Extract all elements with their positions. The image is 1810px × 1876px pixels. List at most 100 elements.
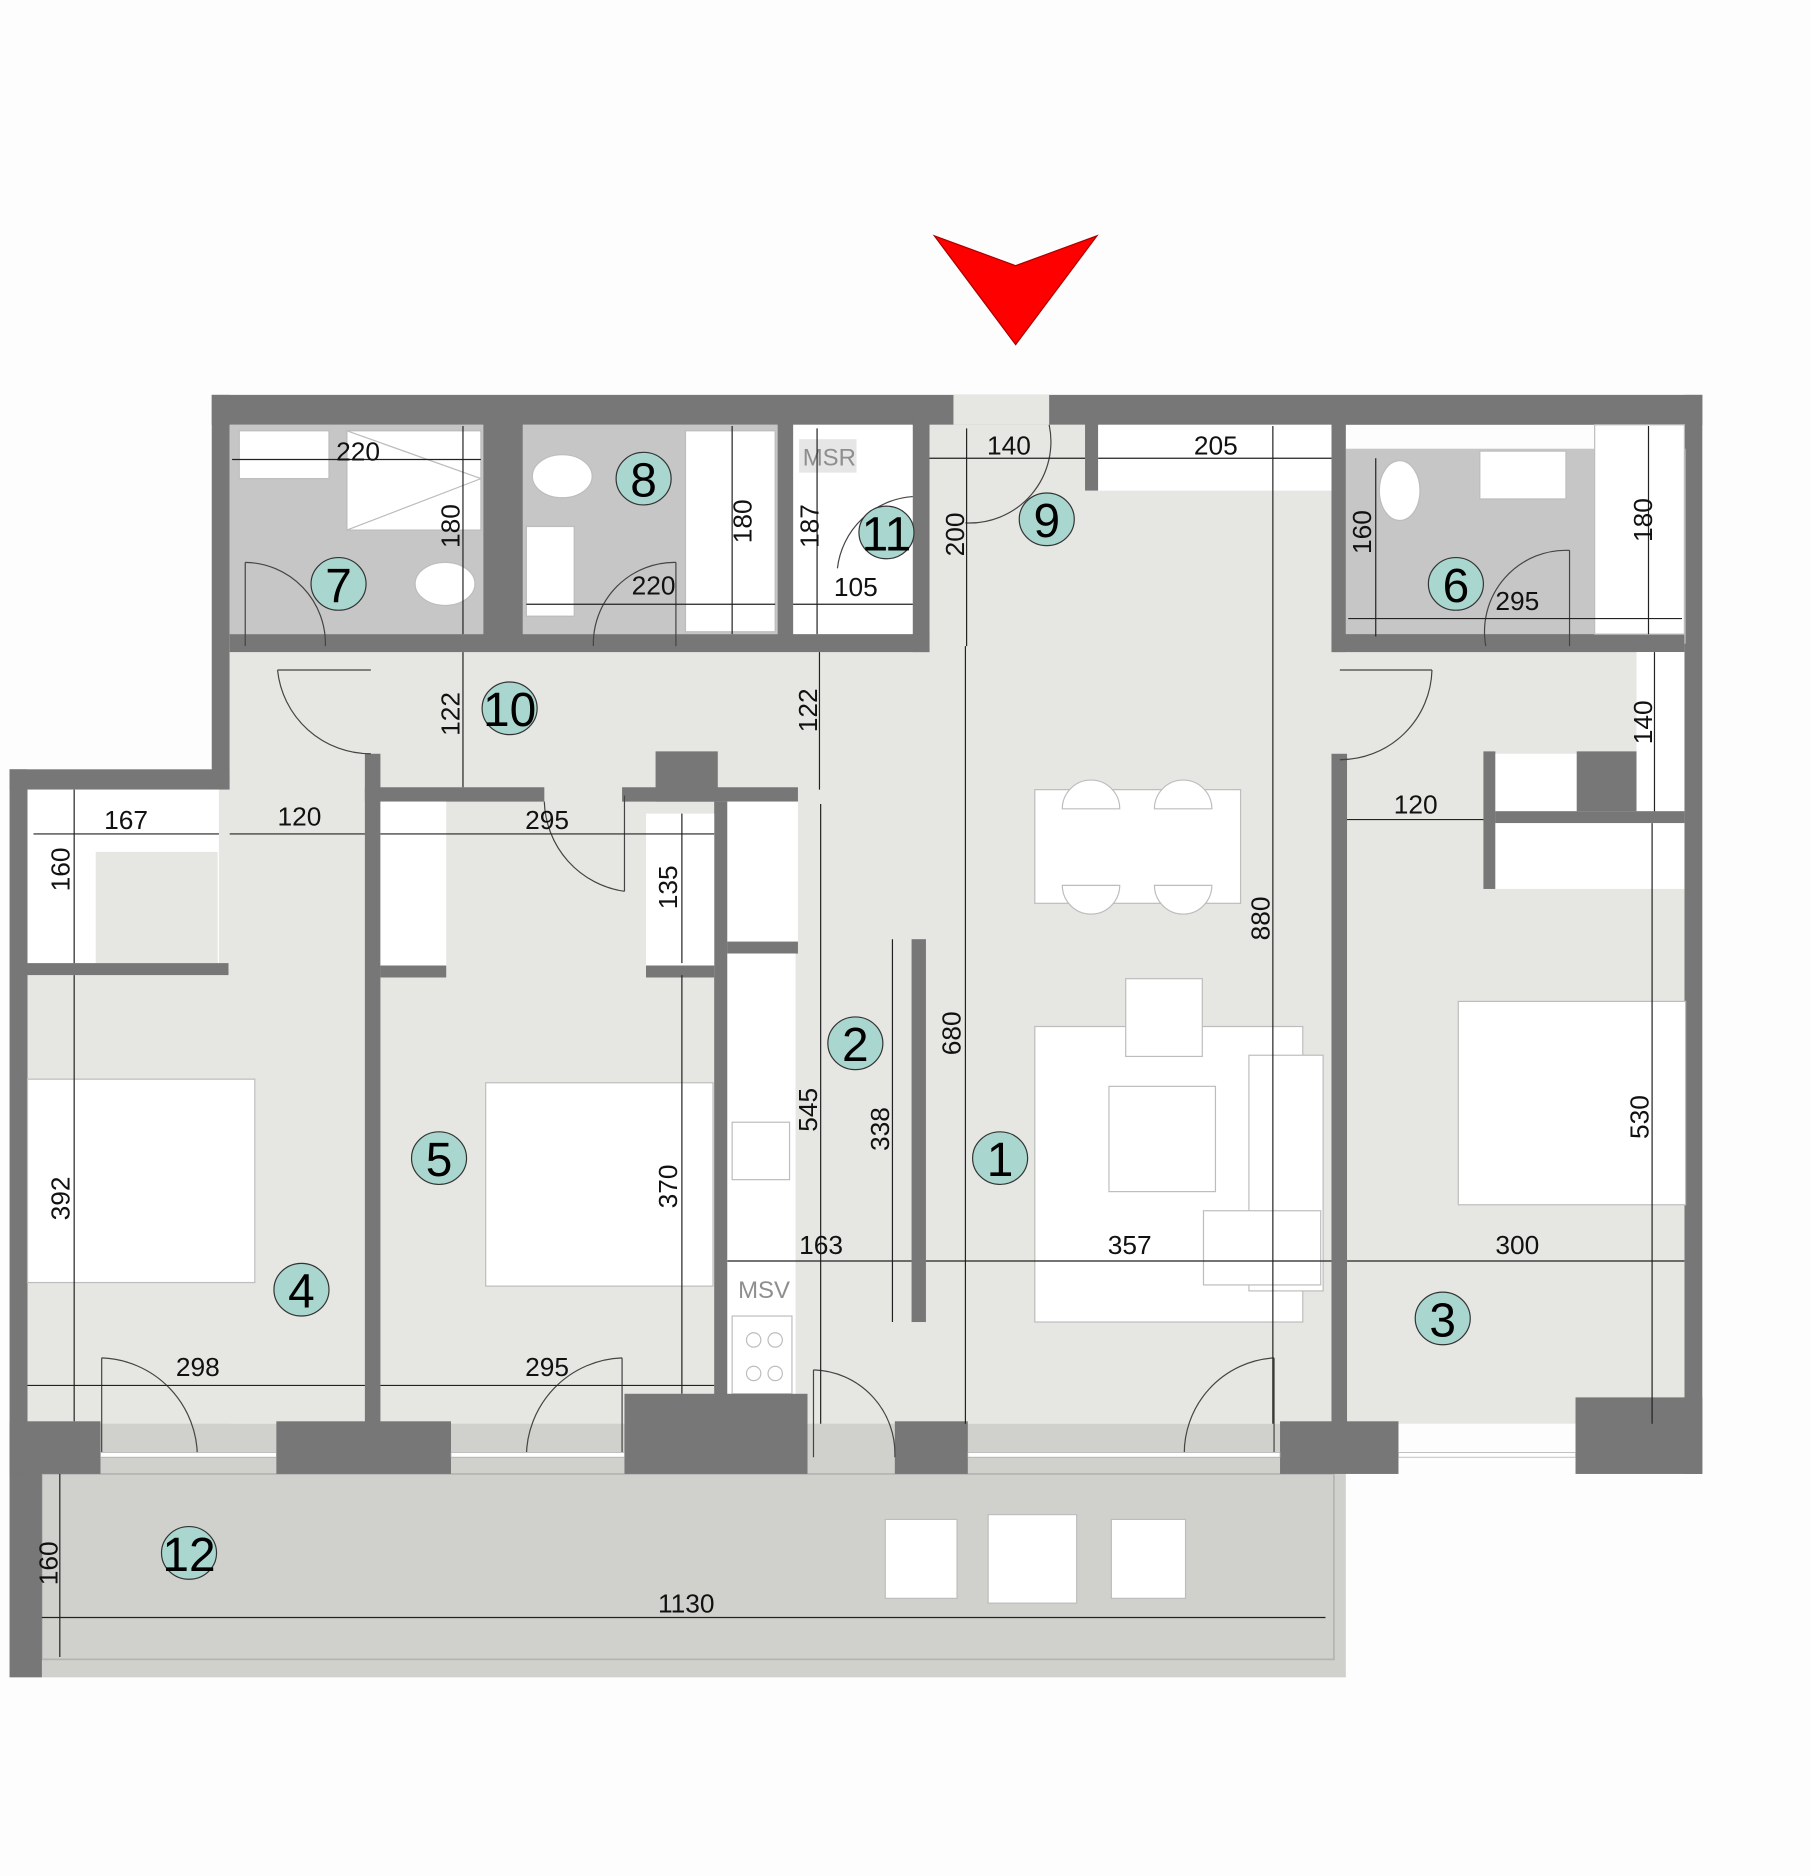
window bbox=[100, 1452, 277, 1458]
bath6-bathtub bbox=[1594, 424, 1685, 635]
stove bbox=[731, 1315, 793, 1395]
svg-text:10: 10 bbox=[483, 684, 536, 737]
dim-label: 545 bbox=[793, 1088, 823, 1132]
wall-7-8 bbox=[483, 412, 523, 647]
room-badge-12[interactable]: 12 bbox=[160, 1525, 218, 1582]
dining-chair bbox=[1061, 779, 1121, 810]
dim-label: 220 bbox=[632, 571, 676, 601]
door-balcony-living[interactable] bbox=[1183, 1357, 1275, 1458]
door-room4-hall[interactable] bbox=[276, 669, 371, 755]
room-badge-1[interactable]: 1 bbox=[971, 1131, 1029, 1187]
svg-text:5: 5 bbox=[426, 1134, 453, 1187]
svg-text:7: 7 bbox=[325, 560, 352, 613]
shaft-1 bbox=[655, 751, 718, 802]
dim-label: 338 bbox=[865, 1107, 895, 1151]
room3-closet-c bbox=[1495, 823, 1685, 889]
room-badge-8[interactable]: 8 bbox=[615, 451, 672, 508]
terrace-table bbox=[987, 1514, 1078, 1604]
closet4-inner bbox=[95, 851, 218, 964]
fridge-unit bbox=[727, 801, 798, 942]
outer-wall-left-upper bbox=[211, 394, 230, 790]
door-room5[interactable] bbox=[543, 795, 626, 892]
window bbox=[450, 1452, 625, 1458]
wall-entry-right bbox=[1085, 412, 1099, 491]
dim-label: 295 bbox=[1495, 586, 1539, 616]
svg-text:12: 12 bbox=[162, 1529, 215, 1582]
bath8-bathtub bbox=[684, 430, 776, 633]
svg-text:8: 8 bbox=[630, 455, 657, 508]
door-bath7[interactable] bbox=[244, 561, 326, 647]
dim-label: 140 bbox=[987, 431, 1031, 461]
door-room11[interactable] bbox=[836, 495, 913, 569]
window bbox=[967, 1452, 1281, 1458]
partition-338 bbox=[911, 939, 926, 1323]
window bbox=[1398, 1452, 1576, 1458]
door-bath6[interactable] bbox=[1483, 549, 1571, 647]
terrace-chair bbox=[884, 1518, 958, 1599]
room-badge-11[interactable]: 11 bbox=[858, 505, 915, 561]
dim-label: 180 bbox=[435, 504, 465, 548]
door-entrance[interactable] bbox=[965, 424, 1052, 524]
kitchen-divider bbox=[727, 941, 798, 954]
wall-kitchen-back bbox=[714, 801, 728, 1412]
door-balcony-5[interactable] bbox=[525, 1357, 623, 1458]
wall-hall-room5 bbox=[364, 787, 545, 802]
room-badge-3[interactable]: 3 bbox=[1414, 1291, 1471, 1347]
pier bbox=[1575, 1397, 1703, 1474]
dim-label: 180 bbox=[1628, 498, 1658, 542]
room-badge-2[interactable]: 2 bbox=[827, 1016, 884, 1072]
dim-label: 392 bbox=[45, 1176, 75, 1220]
room-badge-7[interactable]: 7 bbox=[310, 556, 367, 613]
entrance-arrow-icon bbox=[932, 234, 1099, 346]
wall-room3-left bbox=[1331, 753, 1348, 1424]
svg-text:6: 6 bbox=[1443, 560, 1470, 613]
room-badge-10[interactable]: 10 bbox=[481, 681, 538, 737]
room-badge-4[interactable]: 4 bbox=[273, 1262, 330, 1319]
room3-closet-b bbox=[1636, 652, 1685, 812]
bath8-sink bbox=[525, 525, 575, 617]
pier bbox=[276, 1421, 452, 1474]
dining-chair bbox=[1153, 884, 1213, 915]
dim-label: 163 bbox=[799, 1230, 843, 1260]
room3-closet-a bbox=[1495, 753, 1577, 812]
dim-label: 180 bbox=[727, 499, 757, 543]
dim-label: 200 bbox=[940, 512, 970, 556]
dim-label: 295 bbox=[525, 1352, 569, 1382]
dim-label: 187 bbox=[794, 504, 824, 548]
kitchen-sink bbox=[731, 1121, 791, 1181]
wall-bath-row-bottom bbox=[229, 634, 930, 653]
svg-text:2: 2 bbox=[842, 1019, 869, 1072]
msr-tag: MSR bbox=[803, 444, 856, 471]
door-room3[interactable] bbox=[1339, 669, 1433, 761]
dim-label: 122 bbox=[793, 688, 823, 732]
outer-wall-right bbox=[1684, 394, 1703, 1474]
room-badge-5[interactable]: 5 bbox=[410, 1131, 468, 1187]
dim-label: 135 bbox=[653, 865, 683, 909]
bath7-sink bbox=[238, 430, 330, 480]
room-badge-9[interactable]: 9 bbox=[1018, 492, 1075, 548]
dim-label: 880 bbox=[1245, 897, 1275, 941]
bed-room4 bbox=[26, 1078, 256, 1284]
room-badge-6[interactable]: 6 bbox=[1427, 556, 1485, 613]
dim-label: 220 bbox=[336, 437, 380, 467]
msv-tag: MSV bbox=[738, 1277, 790, 1304]
dim-label: 295 bbox=[525, 805, 569, 835]
door-balcony-4[interactable] bbox=[101, 1357, 198, 1458]
door-balcony-kitchen[interactable] bbox=[812, 1369, 896, 1458]
armchair bbox=[1125, 978, 1203, 1058]
dim-label: 167 bbox=[104, 805, 148, 835]
svg-text:9: 9 bbox=[1033, 495, 1060, 548]
bed-room3 bbox=[1457, 1000, 1687, 1206]
dim-label: 140 bbox=[1628, 700, 1658, 744]
closet5a bbox=[380, 801, 447, 966]
dim-label: 1130 bbox=[658, 1589, 715, 1619]
closet4-bottom-wall bbox=[27, 963, 229, 976]
dim-label: 122 bbox=[435, 692, 465, 736]
terrace-chair bbox=[1110, 1518, 1187, 1599]
wall-bath6-bottom bbox=[1331, 634, 1685, 653]
pier bbox=[1280, 1421, 1399, 1474]
dim-label: 105 bbox=[834, 572, 878, 602]
dim-label: 530 bbox=[1624, 1095, 1654, 1139]
dim-label: 160 bbox=[45, 847, 75, 891]
